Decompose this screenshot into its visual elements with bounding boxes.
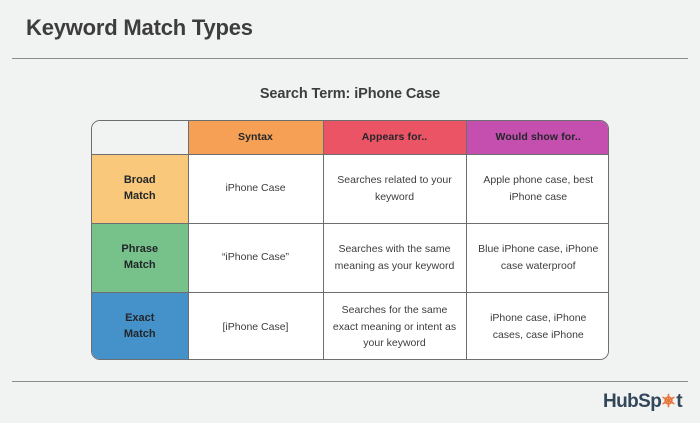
row-label-line1: Exact xyxy=(125,311,155,324)
sprocket-icon xyxy=(661,393,676,408)
keyword-match-table: Syntax Appears for.. Would show for.. Br… xyxy=(91,120,609,360)
row-label-exact-match: Exact Match xyxy=(92,292,189,359)
hubspot-logo-text: HubSp t xyxy=(603,390,683,412)
hubspot-logo-text-before: HubSp xyxy=(603,390,662,412)
column-header-syntax: Syntax xyxy=(188,121,324,155)
table-row: Broad Match iPhone Case Searches related… xyxy=(92,154,608,224)
cell-phrase-would-show-for: Blue iPhone case, iPhone case waterproof xyxy=(466,223,608,293)
footer-divider xyxy=(12,381,688,382)
table-row: Phrase Match “iPhone Case” Searches with… xyxy=(92,223,608,293)
column-header-would-show-for: Would show for.. xyxy=(466,121,608,155)
cell-phrase-syntax: “iPhone Case” xyxy=(188,223,324,293)
column-header-blank xyxy=(92,121,189,155)
cell-exact-appears-for: Searches for the same exact meaning or i… xyxy=(323,292,467,359)
row-label-line2: Match xyxy=(123,327,156,340)
cell-phrase-appears-for: Searches with the same meaning as your k… xyxy=(323,223,467,293)
cell-exact-syntax: [iPhone Case] xyxy=(188,292,324,359)
row-label-line2: Match xyxy=(123,258,156,271)
row-label-line2: Match xyxy=(123,189,156,202)
table-row: Exact Match [iPhone Case] Searches for t… xyxy=(92,292,608,359)
cell-exact-would-show-for: iPhone case, iPhone cases, case iPhone xyxy=(466,292,608,359)
cell-broad-syntax: iPhone Case xyxy=(188,154,324,224)
table-header-row: Syntax Appears for.. Would show for.. xyxy=(92,121,608,155)
row-label-broad-match: Broad Match xyxy=(92,154,189,224)
row-label-phrase-match: Phrase Match xyxy=(92,223,189,293)
hubspot-logo-text-after: t xyxy=(676,390,682,412)
row-label-line1: Broad xyxy=(123,173,156,186)
column-header-appears-for: Appears for.. xyxy=(323,121,467,155)
page-title: Keyword Match Types xyxy=(26,15,253,40)
cell-broad-would-show-for: Apple phone case, best iPhone case xyxy=(466,154,608,224)
search-term-subtitle: Search Term: iPhone Case xyxy=(259,86,441,102)
hubspot-logo: HubSp t xyxy=(603,390,683,412)
row-label-line1: Phrase xyxy=(121,242,159,255)
cell-broad-appears-for: Searches related to your keyword xyxy=(323,154,467,224)
header-divider xyxy=(12,58,688,59)
